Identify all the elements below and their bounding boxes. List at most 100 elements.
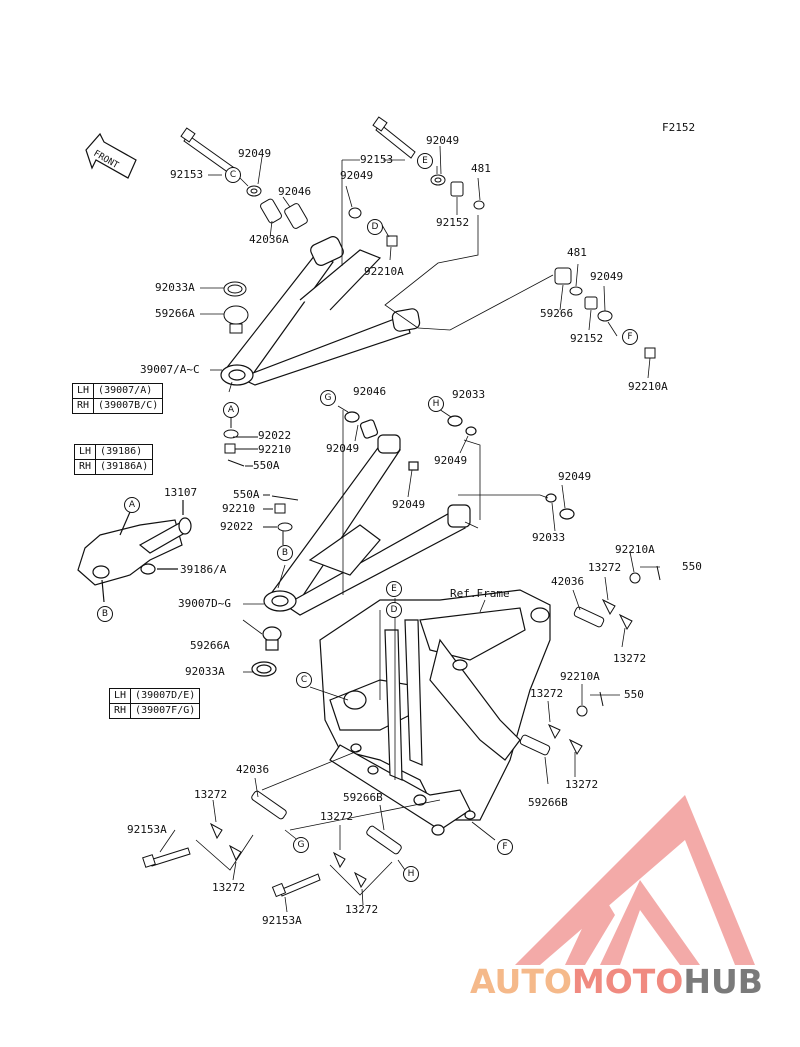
table-cell: LH — [108, 688, 132, 704]
ref-frame-label: Ref.Frame — [450, 587, 510, 600]
frame-leaders — [309, 598, 496, 841]
part-label: 550A — [253, 459, 280, 472]
watermark-text: AUTOMOTOHUB — [470, 962, 763, 1001]
part-label: 13272 — [212, 881, 246, 894]
part-label: 92210A — [364, 265, 404, 278]
upper-a-arm — [220, 236, 421, 386]
part-label: 13107 — [164, 486, 198, 499]
diagram-code: F2152 — [662, 121, 696, 134]
part-label: 13272 — [345, 903, 379, 916]
watermark-part: MOTO — [571, 962, 684, 1001]
watermark-logo-triangle — [515, 795, 755, 965]
part-label: 59266A — [155, 307, 195, 320]
part-label: 481 — [567, 246, 587, 259]
table-cell: (39007/A) — [93, 383, 164, 399]
callout-circle: D — [367, 219, 383, 235]
upper-arm-hardware — [223, 174, 656, 359]
part-label: 59266A — [190, 639, 230, 652]
part-label: 481 — [471, 162, 491, 175]
part-label: 13272 — [588, 561, 622, 574]
part-label: 92046 — [353, 385, 387, 398]
part-label: 92210 — [258, 443, 292, 456]
part-label: 39007/A~C — [140, 363, 200, 376]
frame-right-leaders — [544, 551, 660, 785]
part-label: 59266B — [343, 791, 383, 804]
part-label: 42036A — [249, 233, 289, 246]
part-label: 92049 — [434, 454, 468, 467]
part-label: 92049 — [392, 498, 426, 511]
callout-circle: E — [417, 153, 433, 169]
front-arrow-icon — [85, 132, 137, 179]
lower-arm-table: LH(39007D/E) RH(39007F/G) — [108, 688, 201, 719]
table-cell: (39007D/E) — [130, 688, 201, 704]
table-cell: (39186A) — [95, 459, 154, 475]
part-label: 92210A — [560, 670, 600, 683]
table-cell: (39007F/G) — [130, 703, 201, 719]
table-cell: (39007B/C) — [93, 398, 164, 414]
watermark-part: HUB — [683, 962, 763, 1001]
part-label: 92033 — [452, 388, 486, 401]
part-label: 92049 — [590, 270, 624, 283]
watermark-part: AUTO — [470, 962, 572, 1001]
knuckle-table: LH(39186) RH(39186A) — [73, 444, 154, 475]
leader-lines-lower — [242, 405, 566, 673]
callout-circle: F — [497, 839, 513, 855]
steering-knuckle — [77, 500, 192, 603]
upper-arm-table: LH(39007/A) RH(39007B/C) — [71, 383, 164, 414]
callout-circle: G — [293, 837, 309, 853]
table-cell: RH — [73, 459, 97, 475]
part-label: 92210A — [628, 380, 668, 393]
callout-circle: H — [428, 396, 444, 412]
part-label: 92153A — [262, 914, 302, 927]
part-label: 92022 — [220, 520, 254, 533]
callout-circle: F — [622, 329, 638, 345]
part-label: 92033A — [155, 281, 195, 294]
leader-lines — [200, 145, 651, 393]
part-label: 42036 — [236, 763, 270, 776]
part-label: 92210A — [615, 543, 655, 556]
callout-circle: G — [320, 390, 336, 406]
part-label: 92049 — [558, 470, 592, 483]
table-cell: (39186) — [95, 444, 154, 460]
part-label: 92152 — [570, 332, 604, 345]
part-label: 42036 — [551, 575, 585, 588]
knuckle-hardware — [223, 417, 299, 545]
callout-circle: C — [225, 167, 241, 183]
part-label: 92153 — [170, 168, 204, 181]
part-label: 59266B — [528, 796, 568, 809]
lower-mount-hardware — [142, 790, 402, 898]
frame — [319, 589, 551, 836]
callout-circle: B — [277, 545, 293, 561]
part-label: 92153A — [127, 823, 167, 836]
part-label: 13272 — [320, 810, 354, 823]
callout-circle: H — [403, 866, 419, 882]
part-label: 92210 — [222, 502, 256, 515]
part-label: 550 — [682, 560, 702, 573]
part-label: 92153 — [360, 153, 394, 166]
part-label: 92049 — [326, 442, 360, 455]
callout-circle: C — [296, 672, 312, 688]
bolt-92153-left — [180, 127, 241, 179]
part-label: 13272 — [565, 778, 599, 791]
part-label: 92046 — [278, 185, 312, 198]
frame-right-hardware — [519, 565, 661, 756]
lower-a-arm — [251, 411, 575, 677]
part-label: 39186/A — [180, 563, 227, 576]
part-label: 550A — [233, 488, 260, 501]
callout-circle: D — [386, 602, 402, 618]
callout-circle: B — [97, 606, 113, 622]
part-label: 13272 — [613, 652, 647, 665]
part-label: 59266 — [540, 307, 574, 320]
part-label: 13272 — [194, 788, 228, 801]
callout-circle: A — [124, 497, 140, 513]
callout-circle: A — [223, 402, 239, 418]
table-cell: RH — [71, 398, 95, 414]
bolt-92153-right — [372, 116, 416, 159]
part-label: 92049 — [238, 147, 272, 160]
part-label: 92033A — [185, 665, 225, 678]
callout-circle: E — [386, 581, 402, 597]
table-cell: LH — [71, 383, 95, 399]
table-cell: LH — [73, 444, 97, 460]
part-label: 92152 — [436, 216, 470, 229]
